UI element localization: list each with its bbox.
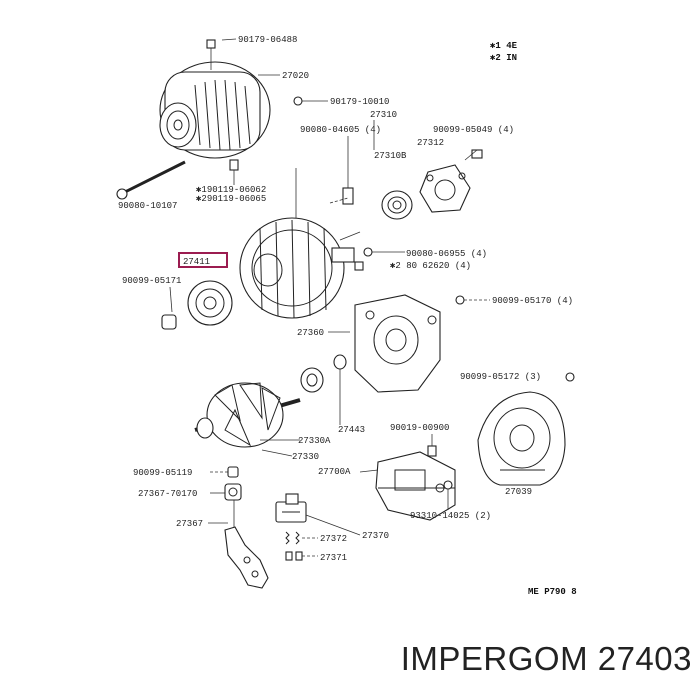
legend: ✱1 4E ✱2 IN bbox=[490, 41, 518, 63]
legend-line-1: ✱1 4E bbox=[490, 41, 518, 51]
brush-holder bbox=[275, 493, 307, 523]
callout-90099-05172: 90099-05172 (3) bbox=[460, 372, 541, 382]
callout-90099-05171: 90099-05171 bbox=[122, 276, 181, 286]
mount-bolt bbox=[229, 159, 239, 185]
callout-90099-05170: 90099-05170 (4) bbox=[492, 296, 573, 306]
nut-small bbox=[161, 314, 177, 330]
callout-27370: 27370 bbox=[362, 531, 389, 541]
callout-90099-05049: 90099-05049 (4) bbox=[433, 125, 514, 135]
callout-90019-00900: 90019-00900 bbox=[390, 423, 449, 433]
legend-line-2: ✱2 IN bbox=[490, 53, 517, 63]
callout-90119-06065: ✱290119-06065 bbox=[196, 194, 266, 204]
callout-90179-06488: 90179-06488 bbox=[238, 35, 297, 45]
callout-27367: 27367 bbox=[176, 519, 203, 529]
reference-code: ME P790 8 bbox=[528, 587, 577, 597]
callout-27360: 27360 bbox=[297, 328, 324, 338]
voltage-regulator bbox=[375, 451, 456, 521]
alternator-assembly bbox=[159, 39, 271, 159]
callout-27443: 27443 bbox=[338, 425, 365, 435]
bearing-rear bbox=[300, 367, 324, 393]
terminal-insulator bbox=[224, 483, 242, 501]
callout-90179-10010: 90179-10010 bbox=[330, 97, 389, 107]
part-caption: IMPERGOM 27403 bbox=[400, 640, 692, 677]
callout-90080-06955: 90080-06955 (4) bbox=[406, 249, 487, 259]
callout-90080-04605: 90080-04605 (4) bbox=[300, 125, 381, 135]
rotor bbox=[194, 382, 301, 448]
highlight-box bbox=[178, 252, 228, 268]
callout-27367-70170: 27367-70170 bbox=[138, 489, 197, 499]
callout-27411-highlighted: 27411 bbox=[183, 257, 210, 267]
callout-27310b: 27310B bbox=[374, 151, 407, 161]
callout-93310-14025: 93310-14025 (2) bbox=[410, 511, 491, 521]
rear-end-frame bbox=[354, 294, 441, 393]
callout-90099-05119: 90099-05119 bbox=[133, 468, 192, 478]
pulley-collar bbox=[187, 280, 233, 326]
long-bolt bbox=[116, 160, 186, 200]
rectifier-bracket bbox=[224, 526, 269, 589]
callout-27330: 27330 bbox=[292, 452, 319, 462]
callout-27310: 27310 bbox=[370, 110, 397, 120]
callout-27372: 27372 bbox=[320, 534, 347, 544]
callout-27330a: 27330A bbox=[298, 436, 331, 446]
rear-cover bbox=[477, 391, 566, 486]
brush-springs bbox=[285, 531, 303, 561]
callout-27371: 27371 bbox=[320, 553, 347, 563]
callout-27312: 27312 bbox=[417, 138, 444, 148]
callout-27700a: 27700A bbox=[318, 467, 351, 477]
callout-90119-06062: ✱190119-06062 bbox=[196, 185, 266, 195]
bearing-front bbox=[381, 190, 413, 220]
callout-90080-10107: 90080-10107 bbox=[118, 201, 177, 211]
drive-end-frame bbox=[239, 217, 355, 319]
callout-27039: 27039 bbox=[505, 487, 532, 497]
retainer-plate bbox=[419, 164, 471, 213]
callout-27020: 27020 bbox=[282, 71, 309, 81]
callout-80-62620: ✱2 80 62620 (4) bbox=[390, 261, 471, 271]
